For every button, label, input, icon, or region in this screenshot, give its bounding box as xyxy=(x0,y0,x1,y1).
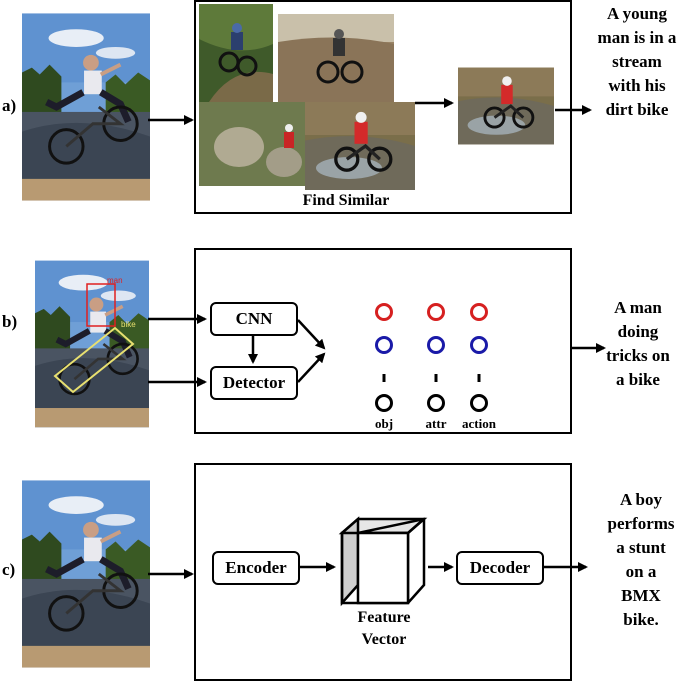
row-c-label: c) xyxy=(2,560,16,579)
row-b-label: b) xyxy=(2,312,18,331)
black-circle xyxy=(427,394,445,412)
row-a-output-line: dirt bike xyxy=(605,100,669,119)
feature-vector-cube xyxy=(338,515,428,607)
row-b-output-line: doing xyxy=(617,322,659,341)
black-circle xyxy=(375,394,393,412)
blue-circle xyxy=(427,336,445,354)
encoder-decoder-box: Encoder Feature Vector Decoder xyxy=(194,463,572,681)
decoder-block: Decoder xyxy=(456,551,544,585)
similar-photo-3 xyxy=(199,102,305,186)
similar-photo-selected xyxy=(458,62,554,150)
row-c-output-line: bike. xyxy=(623,610,659,629)
feature-vector-line: Vector xyxy=(361,631,407,648)
similar-photo-1 xyxy=(199,4,273,102)
feature-vector-label: Feature Vector xyxy=(336,607,432,651)
row-a-input-photo xyxy=(22,2,150,212)
row-b-output-line: tricks on xyxy=(606,346,670,365)
row-c-input-photo xyxy=(22,470,150,678)
detector-block: Detector xyxy=(210,366,298,400)
encoder-block: Encoder xyxy=(212,551,300,585)
row-a-output: A young man is in a stream with his dirt… xyxy=(590,2,684,122)
row-c-output-line: performs xyxy=(607,514,675,533)
feature-vector-line: Feature xyxy=(357,609,411,626)
row-c-output-line: A boy xyxy=(619,490,663,509)
find-similar-box: Find Similar xyxy=(194,0,572,214)
row-b-input-photo: man bike xyxy=(35,248,149,440)
blue-circle xyxy=(470,336,488,354)
blue-circle xyxy=(375,336,393,354)
row-a-output-line: A young xyxy=(607,4,667,23)
row-a-output-line: with his xyxy=(608,76,666,95)
row-c-output-line: on a xyxy=(625,562,657,581)
man-detection-label: man xyxy=(107,276,123,285)
detection-box: CNN Detector obj attr action xyxy=(194,248,572,434)
similar-photo-4 xyxy=(301,102,419,190)
row-a-label: a) xyxy=(2,96,17,115)
row-a-output-line: stream xyxy=(612,52,662,71)
row-a-output-line: man is in a xyxy=(597,28,677,47)
row-b-output-line: A man xyxy=(614,298,662,317)
man-detection-box xyxy=(86,283,116,327)
black-circle xyxy=(470,394,488,412)
obj-column xyxy=(374,302,410,426)
action-label: action xyxy=(462,416,496,431)
cnn-block: CNN xyxy=(210,302,298,336)
find-similar-caption: Find Similar xyxy=(302,192,390,209)
attr-column xyxy=(426,302,462,426)
red-circle xyxy=(427,303,445,321)
similar-photo-2 xyxy=(278,14,394,104)
red-circle xyxy=(470,303,488,321)
red-circle xyxy=(375,303,393,321)
row-b-output-line: a bike xyxy=(616,370,660,389)
bike-detection-label: bike xyxy=(121,320,136,329)
row-b-output: A man doing tricks on a bike xyxy=(592,296,684,392)
row-c-output: A boy performs a stunt on a BMX bike. xyxy=(598,488,684,632)
action-column xyxy=(469,302,505,426)
bike-detection-box xyxy=(53,326,135,394)
obj-label: obj xyxy=(374,416,394,431)
row-c-output-line: BMX xyxy=(621,586,661,605)
row-c-output-line: a stunt xyxy=(616,538,666,557)
attr-label: attr xyxy=(425,416,447,431)
